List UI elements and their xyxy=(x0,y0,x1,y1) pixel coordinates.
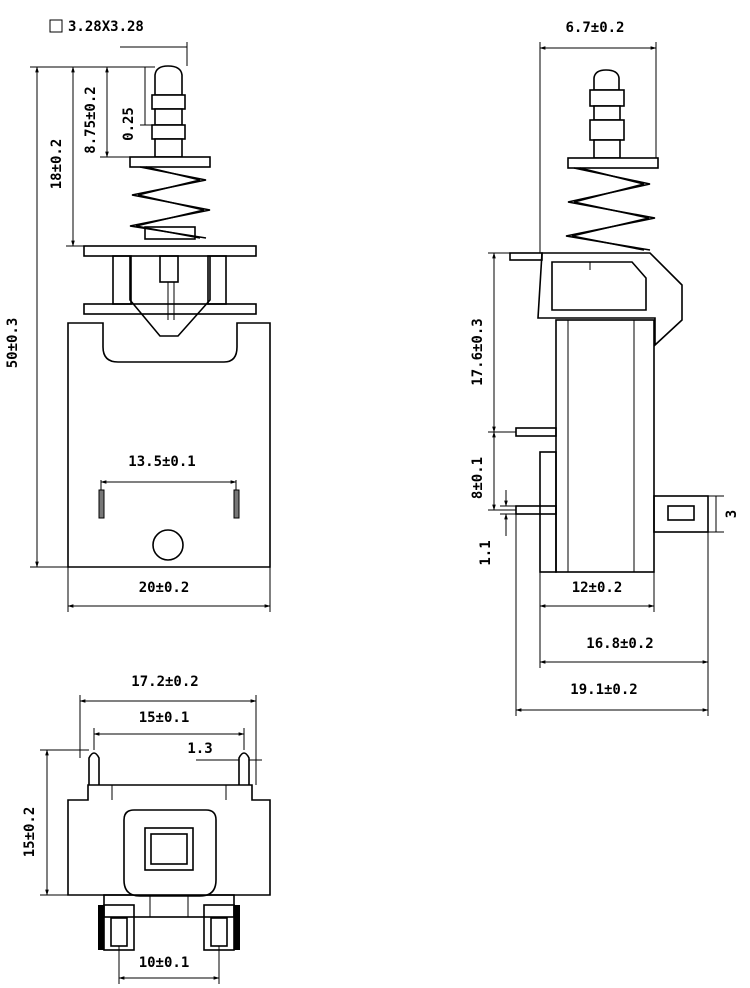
dim-bottom-height-label: 15±0.2 xyxy=(22,807,38,858)
bottom-view: 17.2±0.2 15±0.1 1.3 15±0.2 10±0.1 xyxy=(22,674,271,984)
dim-side-total-label: 19.1±0.2 xyxy=(570,682,637,698)
dim-bottom-label: 10±0.1 xyxy=(139,955,190,971)
dim-side-top-label: 6.7±0.2 xyxy=(565,20,624,36)
dim-small-label: 0.25 xyxy=(121,107,137,141)
dim-side-body-label: 12±0.2 xyxy=(572,580,623,596)
dim-width-label: 20±0.2 xyxy=(139,580,190,596)
dim-bottom-outer-label: 17.2±0.2 xyxy=(131,674,198,690)
dim-total-height-label: 50±0.3 xyxy=(5,318,21,369)
dim-side-pin-gap-label: 8±0.1 xyxy=(470,457,486,499)
front-dimensions: 50±0.3 18±0.2 8.75±0.2 0.25 13.5±0.1 xyxy=(5,42,271,612)
front-bracket xyxy=(83,245,257,337)
dim-bottom-inner-label: 15±0.1 xyxy=(139,710,190,726)
dim-side-pin-label: 1.1 xyxy=(478,540,494,565)
square-symbol-icon xyxy=(49,19,63,33)
side-view: 6.7±0.2 17.6±0.3 8±0.1 1.1 3 xyxy=(470,20,740,716)
dim-side-height-label: 17.6±0.3 xyxy=(470,318,486,385)
side-plunger xyxy=(567,69,659,169)
side-spring xyxy=(565,167,656,251)
dim-side-tab-label: 3 xyxy=(724,510,740,518)
front-body xyxy=(67,322,271,568)
dim-plunger-label: 8.75±0.2 xyxy=(83,86,99,153)
dim-side-mid-label: 16.8±0.2 xyxy=(586,636,653,652)
bottom-body xyxy=(67,752,271,951)
dim-pin-spacing-label: 13.5±0.1 xyxy=(128,454,195,470)
side-dimensions: 6.7±0.2 17.6±0.3 8±0.1 1.1 3 xyxy=(470,20,740,716)
square-note-label: 3.28X3.28 xyxy=(68,19,144,35)
front-plunger xyxy=(129,65,211,168)
bottom-dimensions: 17.2±0.2 15±0.1 1.3 15±0.2 10±0.1 xyxy=(22,674,262,984)
side-body xyxy=(509,252,709,573)
front-spring xyxy=(129,166,211,240)
dim-bottom-tip-label: 1.3 xyxy=(187,741,212,757)
front-view: 3.28X3.28 xyxy=(5,19,271,612)
dim-upper-height-label: 18±0.2 xyxy=(49,139,65,190)
